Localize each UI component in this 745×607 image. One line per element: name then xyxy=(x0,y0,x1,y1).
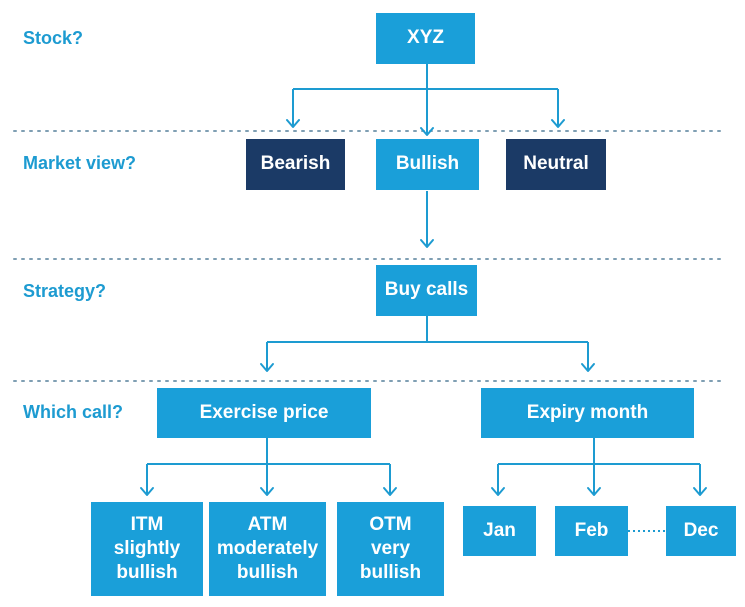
node-bearish: Bearish xyxy=(246,139,345,190)
atm-line-2: moderately xyxy=(216,538,319,560)
node-expiry-month: Expiry month xyxy=(481,388,694,438)
node-buy-calls: Buy calls xyxy=(376,265,477,316)
otm-line-2: very xyxy=(370,538,411,560)
otm-line-1: OTM xyxy=(369,514,412,536)
node-otm: OTM very bullish xyxy=(337,502,444,596)
question-market-view: Market view? xyxy=(23,153,137,173)
node-bullish: Bullish xyxy=(376,139,479,190)
question-strategy: Strategy? xyxy=(23,281,107,301)
node-dec: Dec xyxy=(666,506,736,556)
itm-line-1: ITM xyxy=(130,514,164,536)
question-which-call: Which call? xyxy=(23,402,124,422)
stock-node-xyz: XYZ xyxy=(376,13,475,64)
node-jan: Jan xyxy=(463,506,536,556)
atm-line-3: bullish xyxy=(236,561,299,583)
otm-line-3: bullish xyxy=(359,561,422,583)
node-feb: Feb xyxy=(555,506,628,556)
question-stock: Stock? xyxy=(23,28,84,48)
itm-line-3: bullish xyxy=(116,561,178,583)
itm-line-2: slightly xyxy=(113,538,181,560)
node-atm: ATM moderately bullish xyxy=(209,502,326,596)
node-neutral: Neutral xyxy=(506,139,606,190)
atm-line-1: ATM xyxy=(247,514,288,536)
node-exercise-price: Exercise price xyxy=(157,388,371,438)
node-itm: ITM slightly bullish xyxy=(91,502,203,596)
